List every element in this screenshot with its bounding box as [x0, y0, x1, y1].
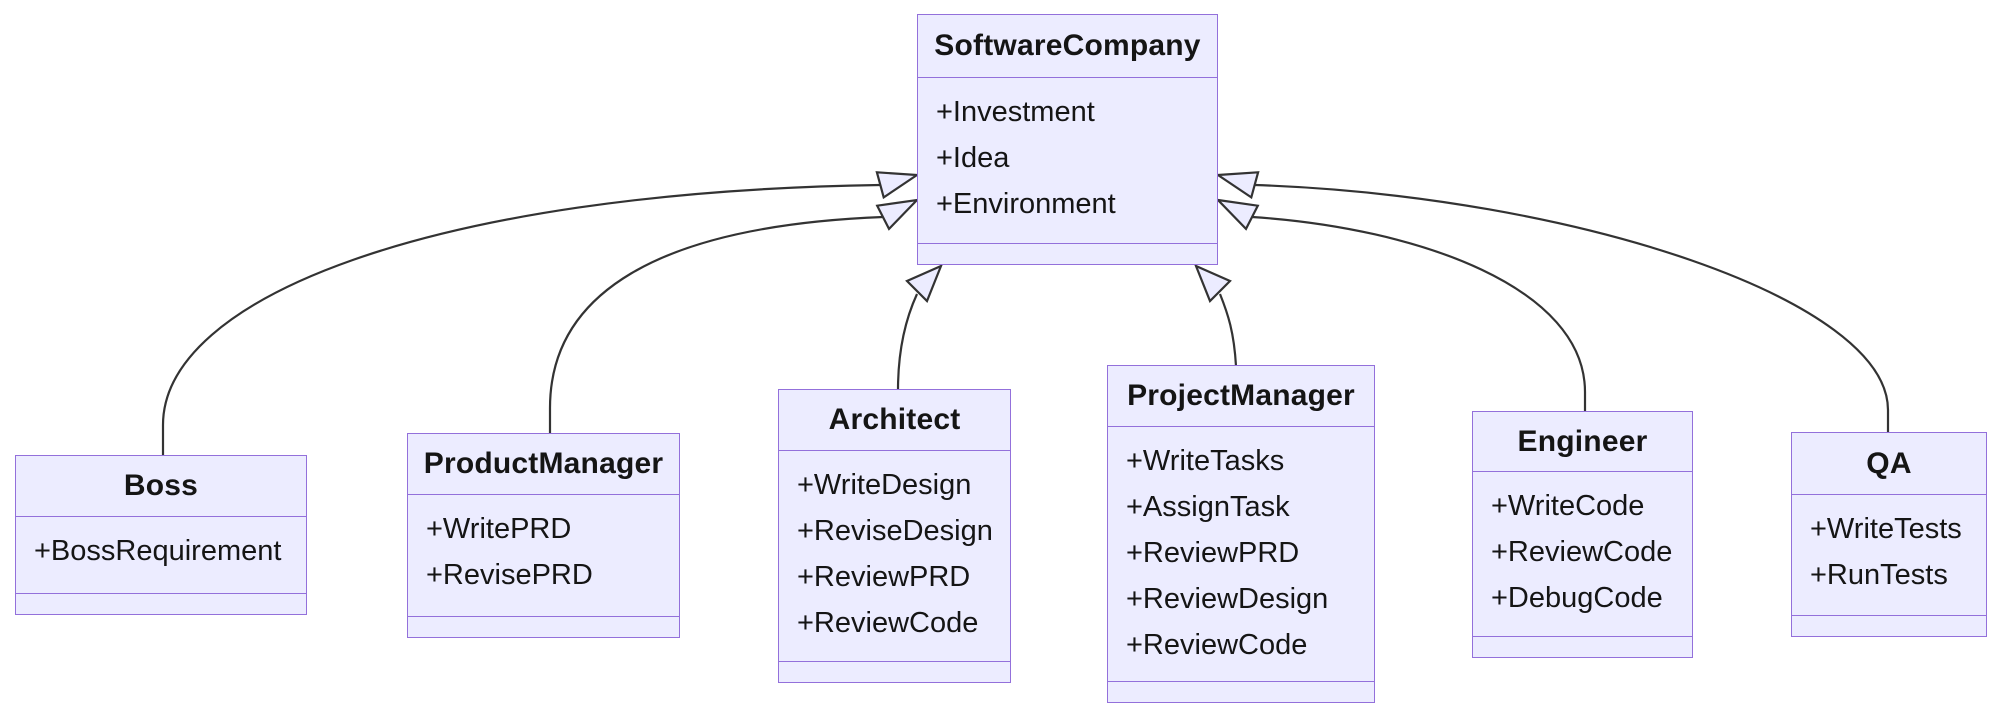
class-box-qa: QA +WriteTests +RunTests: [1791, 432, 1987, 637]
class-attribute: +WriteCode: [1491, 490, 1645, 522]
class-title-qa: QA: [1792, 433, 1986, 495]
class-title-software-company: SoftwareCompany: [918, 15, 1217, 78]
inheritance-edge-engineer: [1251, 215, 1587, 412]
class-methods-product-manager: [408, 617, 679, 637]
class-attribute: +WriteTasks: [1126, 445, 1285, 477]
class-box-architect: Architect +WriteDesign +ReviseDesign +Revi…: [778, 389, 1011, 683]
class-attribute: +ReviewDesign: [1126, 583, 1329, 615]
class-attributes-software-company: +Investment +Idea +Environment: [918, 78, 1217, 244]
class-box-project-manager: ProjectManager +WriteTasks +AssignTask +Re…: [1107, 365, 1375, 703]
class-attribute: +ReviseDesign: [797, 515, 993, 547]
class-attribute: +Environment: [936, 188, 1116, 220]
class-box-engineer: Engineer +WriteCode +ReviewCode +DebugCode: [1472, 411, 1693, 658]
class-box-product-manager: ProductManager +WritePRD +RevisePRD: [407, 433, 680, 638]
inheritance-edge-project-manager: [1218, 293, 1238, 367]
class-attributes-project-manager: +WriteTasks +AssignTask +ReviewPRD +ReviewD…: [1108, 427, 1374, 682]
class-attribute: +ReviewCode: [1491, 536, 1673, 568]
class-attribute: +ReviewCode: [797, 607, 979, 639]
class-attributes-engineer: +WriteCode +ReviewCode +DebugCode: [1473, 472, 1692, 637]
inheritance-edge-boss: [161, 183, 881, 456]
inheritance-arrowhead-qa: [1214, 171, 1260, 200]
class-methods-qa: [1792, 616, 1986, 636]
class-methods-engineer: [1473, 637, 1692, 657]
class-attributes-architect: +WriteDesign +ReviseDesign +ReviewPRD +Revi…: [779, 451, 1010, 662]
inheritance-arrowhead-project-manager: [1193, 263, 1232, 303]
class-attribute: +AssignTask: [1126, 491, 1290, 523]
class-title-project-manager: ProjectManager: [1108, 366, 1374, 427]
class-attribute: +WriteTests: [1810, 513, 1962, 545]
class-title-boss: Boss: [16, 456, 306, 517]
inheritance-edge-product-manager: [548, 215, 884, 434]
class-methods-project-manager: [1108, 682, 1374, 702]
class-title-engineer: Engineer: [1473, 412, 1692, 472]
class-attributes-qa: +WriteTests +RunTests: [1792, 495, 1986, 616]
inheritance-edge-qa: [1254, 183, 1890, 432]
class-attribute: +ReviewPRD: [797, 561, 971, 593]
class-attribute: +ReviewCode: [1126, 629, 1308, 661]
inheritance-arrowhead-product-manager: [875, 198, 921, 231]
class-title-architect: Architect: [779, 390, 1010, 451]
class-attribute: +RunTests: [1810, 559, 1948, 591]
inheritance-arrowhead-boss: [875, 171, 921, 200]
class-attribute: +DebugCode: [1491, 582, 1663, 614]
class-attribute: +ReviewPRD: [1126, 537, 1300, 569]
class-methods-software-company: [918, 244, 1217, 264]
class-attribute: +WriteDesign: [797, 469, 972, 501]
inheritance-arrowhead-engineer: [1214, 198, 1260, 231]
class-attributes-product-manager: +WritePRD +RevisePRD: [408, 495, 679, 617]
class-attribute: +WritePRD: [426, 513, 572, 545]
class-title-product-manager: ProductManager: [408, 434, 679, 495]
class-methods-boss: [16, 594, 306, 614]
class-box-boss: Boss +BossRequirement: [15, 455, 307, 615]
class-attributes-boss: +BossRequirement: [16, 517, 306, 594]
class-attribute: +RevisePRD: [426, 559, 593, 591]
class-attribute: +Investment: [936, 96, 1095, 128]
class-box-software-company: SoftwareCompany +Investment +Idea +Environ…: [917, 14, 1218, 265]
inheritance-edge-architect: [896, 293, 919, 391]
class-methods-architect: [779, 662, 1010, 682]
class-attribute: +BossRequirement: [34, 535, 282, 567]
inheritance-arrowhead-architect: [905, 263, 944, 303]
class-attribute: +Idea: [936, 142, 1010, 174]
